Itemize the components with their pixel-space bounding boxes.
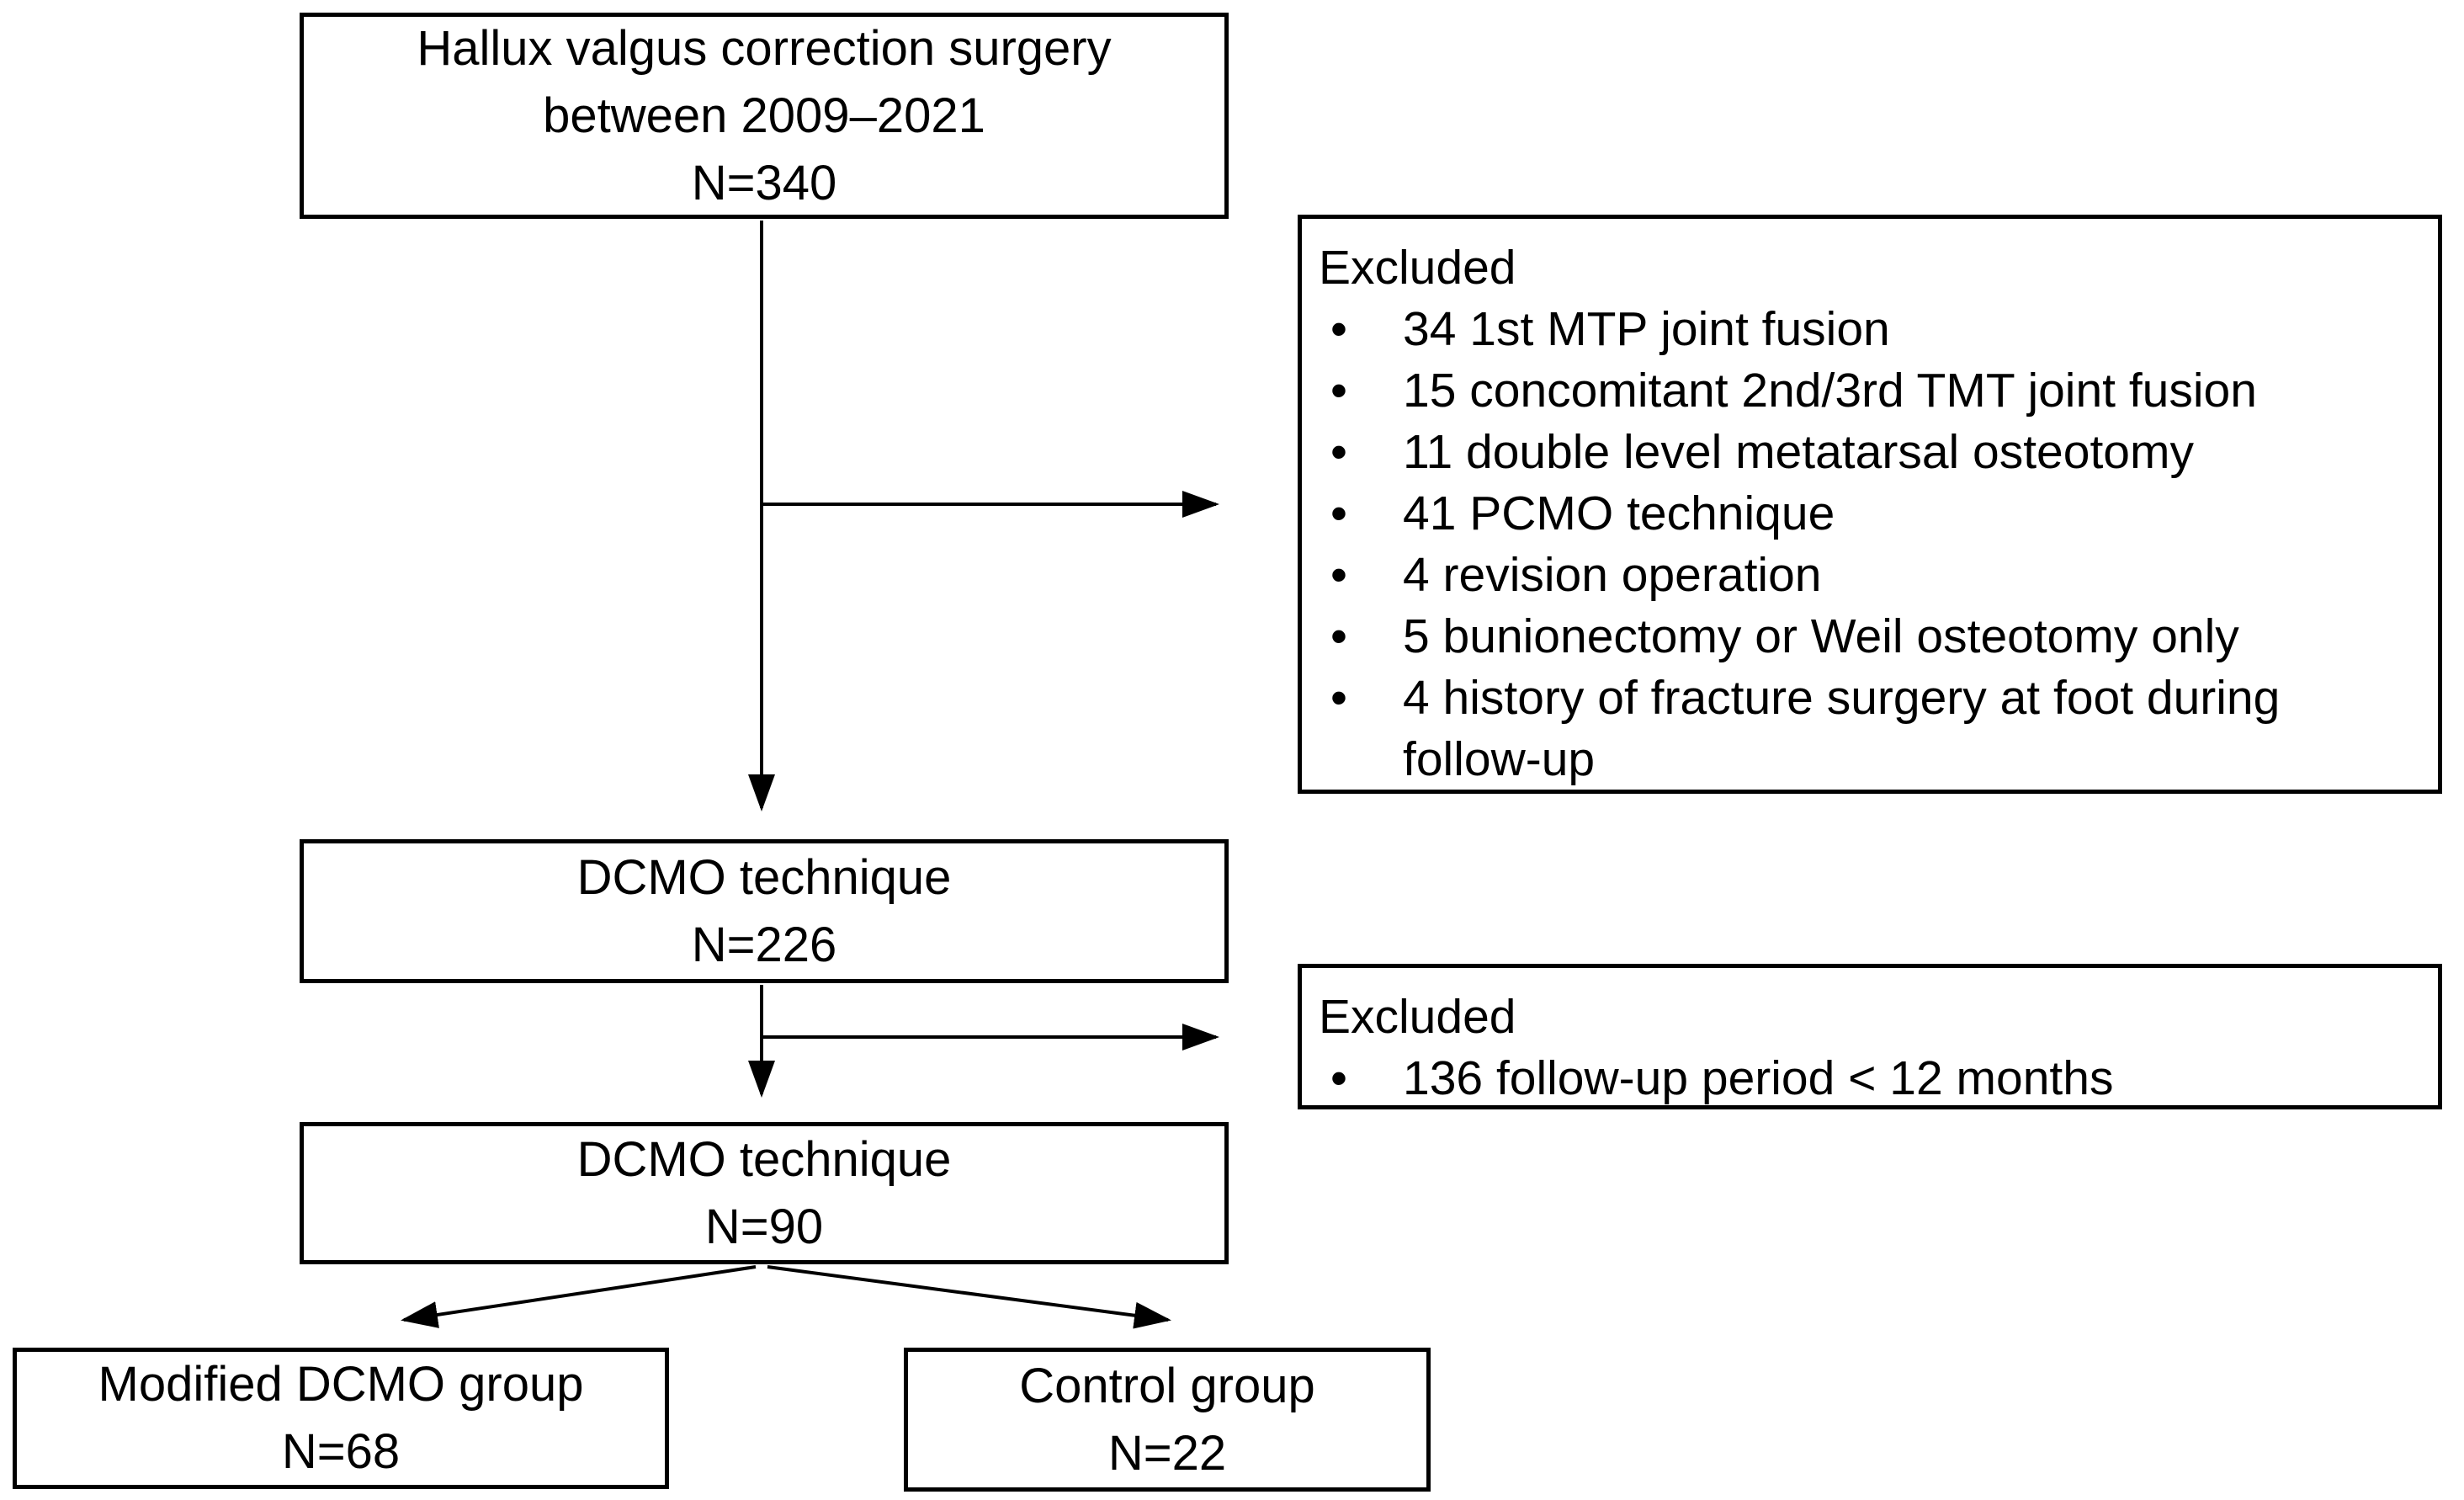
modified-group-count: N=68 xyxy=(281,1424,401,1479)
surgery-line-2: between 2009–2021 xyxy=(543,88,985,143)
excluded-item: 34 1st MTP joint fusion xyxy=(1319,299,2413,360)
control-group-line-1: Control group xyxy=(1019,1358,1315,1413)
excluded-item: 15 concomitant 2nd/3rd TMT joint fusion xyxy=(1319,360,2413,422)
excluded-item: 4 revision operation xyxy=(1319,545,2413,606)
box-modified-dcmo-group: Modified DCMO group N=68 xyxy=(13,1348,669,1489)
arrow-dcmo90-to-modified-group xyxy=(401,1265,757,1328)
dcmo90-line-1: DCMO technique xyxy=(576,1131,952,1187)
box-excluded-followup: Excluded 136 follow-up period < 12 month… xyxy=(1298,964,2442,1109)
box-dcmo-technique-90: DCMO technique N=90 xyxy=(300,1122,1229,1264)
arrow-dcmo90-to-control-group xyxy=(767,1265,1171,1329)
surgery-line-1: Hallux valgus correction surgery xyxy=(417,20,1112,76)
surgery-count: N=340 xyxy=(691,155,837,210)
control-group-count: N=22 xyxy=(1107,1425,1227,1481)
excluded-item: 4 history of fracture surgery at foot du… xyxy=(1319,668,2413,790)
dcmo226-count: N=226 xyxy=(691,917,837,972)
dcmo226-line-1: DCMO technique xyxy=(576,849,952,905)
box-excluded-primary: Excluded 34 1st MTP joint fusion 15 conc… xyxy=(1298,215,2442,794)
excluded-item: 136 follow-up period < 12 months xyxy=(1319,1048,2413,1109)
excluded-primary-title: Excluded xyxy=(1319,241,1516,295)
excluded-item: 41 PCMO technique xyxy=(1319,483,2413,545)
dcmo90-count: N=90 xyxy=(704,1199,824,1254)
box-dcmo-technique-226: DCMO technique N=226 xyxy=(300,839,1229,983)
excluded-followup-list: 136 follow-up period < 12 months xyxy=(1319,1048,2413,1109)
box-surgery-cohort: Hallux valgus correction surgery between… xyxy=(300,13,1229,219)
box-control-group: Control group N=22 xyxy=(904,1348,1431,1492)
excluded-followup-title: Excluded xyxy=(1319,990,1516,1044)
modified-group-line-1: Modified DCMO group xyxy=(98,1357,584,1412)
excluded-item: 5 bunionectomy or Weil osteotomy only xyxy=(1319,606,2413,668)
excluded-item: 11 double level metatarsal osteotomy xyxy=(1319,422,2413,483)
excluded-primary-list: 34 1st MTP joint fusion 15 concomitant 2… xyxy=(1319,299,2413,790)
